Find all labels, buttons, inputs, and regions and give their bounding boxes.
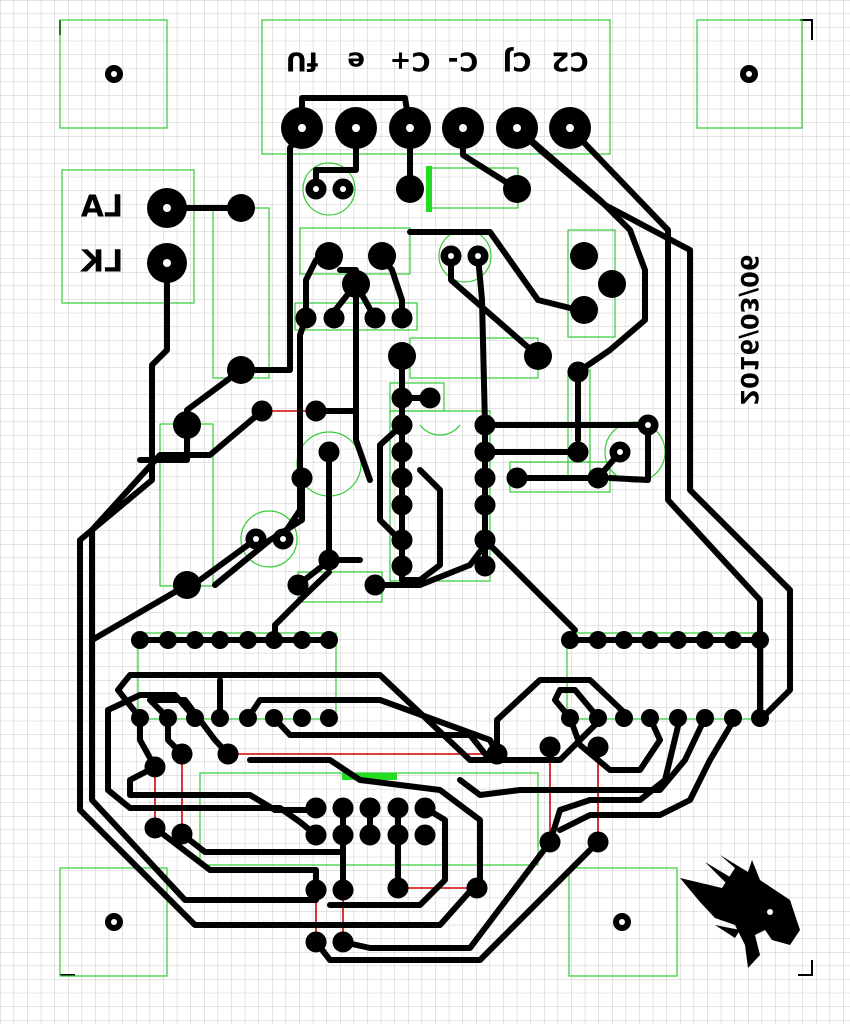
connector-label: e bbox=[347, 46, 365, 76]
led-labels: LA LK bbox=[79, 190, 123, 280]
led-anode-label: LA bbox=[80, 190, 123, 225]
connector-label: C- bbox=[448, 46, 478, 76]
led-cathode-label: LK bbox=[79, 245, 123, 280]
ic-pads-left bbox=[131, 631, 338, 727]
connector-label: CJ bbox=[503, 46, 532, 76]
connector-label: C2 bbox=[551, 46, 588, 76]
board-date-label: 2016/03/06 bbox=[735, 254, 763, 405]
small-pad-holes bbox=[253, 186, 651, 542]
highlight-bar-mid bbox=[342, 773, 397, 780]
connector-label: fU bbox=[286, 46, 318, 76]
pad-holes bbox=[163, 124, 574, 267]
ic-pads-right bbox=[561, 631, 769, 727]
connector-labels: fU e C+ C- CJ C2 bbox=[286, 46, 589, 76]
connector-label: C+ bbox=[390, 46, 431, 76]
small-pads bbox=[144, 178, 659, 953]
medium-pads bbox=[173, 175, 626, 599]
mounting-holes bbox=[105, 65, 758, 931]
dragon-head-icon bbox=[680, 855, 800, 968]
highlight-bar-top bbox=[426, 166, 432, 212]
